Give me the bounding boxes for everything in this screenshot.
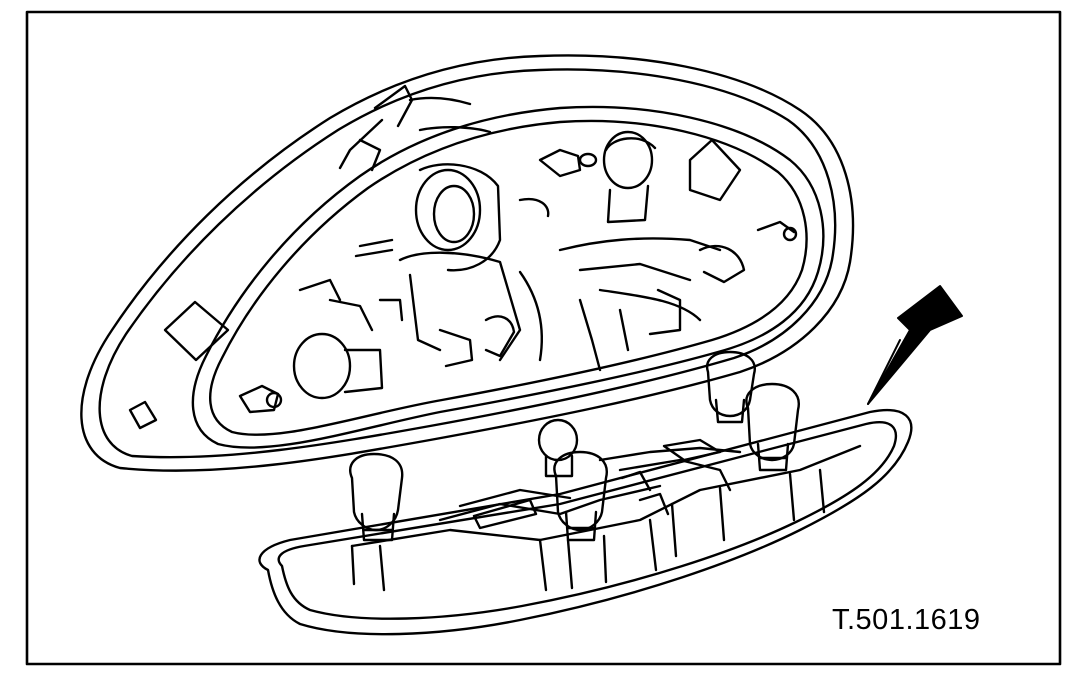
bulb-left <box>349 452 404 542</box>
bulb-holder-base <box>258 350 913 636</box>
lamp-cover <box>80 54 855 472</box>
figure-reference-code: T.501.1619 <box>832 604 981 636</box>
bulb-right-front <box>745 382 800 472</box>
figure-frame <box>25 10 1062 666</box>
bulb-center <box>553 450 608 542</box>
pointer-arrow <box>867 285 963 405</box>
bulb-right-back <box>705 350 756 424</box>
